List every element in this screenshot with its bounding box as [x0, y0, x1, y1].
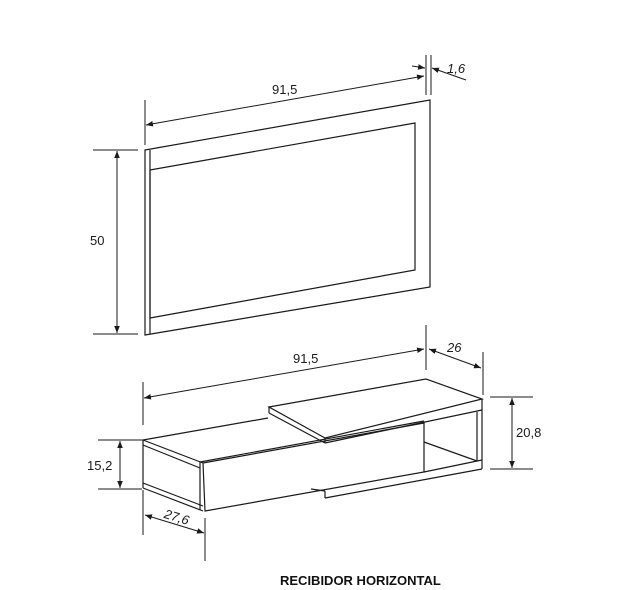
mirror-depth-label: 1,6 — [447, 61, 466, 76]
mirror-depth-dimension — [411, 55, 467, 95]
mirror-width-dimension — [144, 55, 427, 145]
console-height-body-dimension — [98, 439, 143, 490]
console-depth-body-dimension — [142, 490, 206, 561]
console-depth-body-label: 27,6 — [161, 506, 191, 528]
mirror-height-dimension — [93, 149, 138, 335]
console-depth-top-label: 26 — [446, 340, 462, 355]
console-drawing — [142, 378, 485, 512]
console-width-label: 91,5 — [293, 351, 318, 366]
mirror-drawing — [144, 99, 431, 336]
mirror-height-label: 50 — [90, 233, 104, 248]
console-height-total-label: 20,8 — [516, 425, 541, 440]
console-depth-top-dimension — [428, 348, 484, 395]
mirror-width-label: 91,5 — [272, 82, 297, 97]
console-height-body-label: 15,2 — [87, 458, 112, 473]
console-height-total-dimension — [490, 396, 533, 470]
console-width-dimension — [142, 325, 427, 425]
drawing-caption: RECIBIDOR HORIZONTAL — [280, 573, 441, 588]
